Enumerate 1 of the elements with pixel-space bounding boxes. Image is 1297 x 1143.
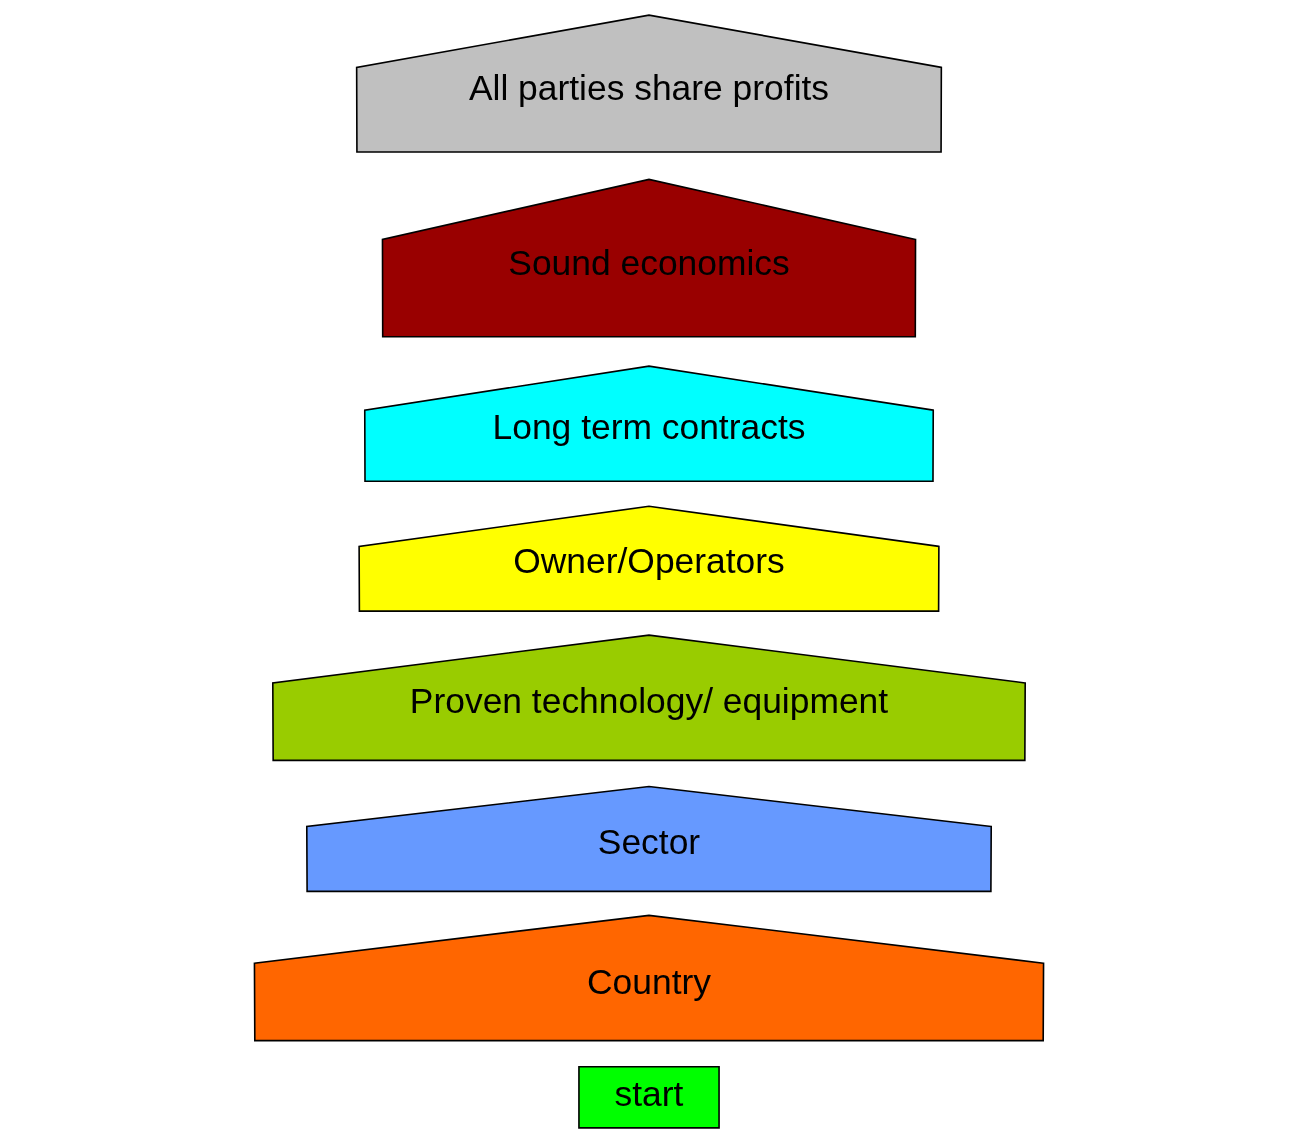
node-box: start [577, 1065, 720, 1129]
